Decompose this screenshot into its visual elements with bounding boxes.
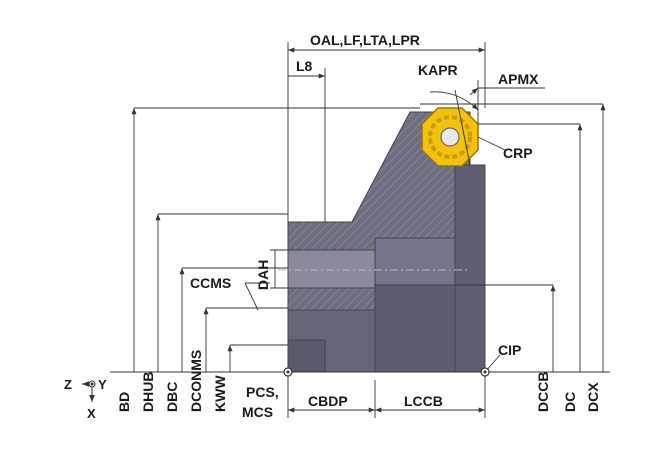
center-bore: [287, 249, 376, 289]
label-dconms: DCONMS: [188, 350, 204, 412]
label-lccb: LCCB: [404, 393, 443, 409]
label-axis-x: X: [87, 406, 96, 421]
dimension-lines: [110, 42, 610, 418]
labels: OAL,LF,LTA,LPR L8 KAPR APMX CRP CCMS CIP…: [64, 32, 601, 421]
label-dhub: DHUB: [140, 372, 156, 412]
lower-shoulder: [287, 287, 376, 311]
label-cip: CIP: [498, 342, 521, 358]
body-flange: [454, 164, 486, 373]
label-dah: DAH: [255, 260, 271, 290]
tool-body: [278, 111, 486, 373]
label-dcx: DCX: [585, 382, 601, 412]
label-mcs: MCS: [242, 404, 273, 420]
axes-icon: [82, 380, 96, 402]
keyway-step: [287, 339, 326, 373]
label-axis-y: Y: [98, 377, 107, 392]
insert: [421, 107, 479, 167]
label-axis-z: Z: [64, 377, 72, 392]
label-apmx: APMX: [498, 71, 539, 87]
label-bd: BD: [116, 392, 132, 412]
label-l8: L8: [296, 58, 313, 74]
counterbore: [374, 284, 456, 373]
insert-screw: [440, 127, 460, 147]
label-dccb: DCCB: [535, 372, 551, 412]
label-oal: OAL,LF,LTA,LPR: [310, 32, 420, 48]
label-dbc: DBC: [164, 382, 180, 412]
label-kapr: KAPR: [418, 62, 458, 78]
label-dc: DC: [562, 392, 578, 412]
label-cbdp: CBDP: [308, 393, 348, 409]
label-crp: CRP: [503, 145, 533, 161]
label-pcs: PCS,: [246, 384, 279, 400]
reference-points: [283, 367, 490, 377]
label-ccms: CCMS: [190, 275, 231, 291]
label-kww: KWW: [212, 375, 228, 412]
